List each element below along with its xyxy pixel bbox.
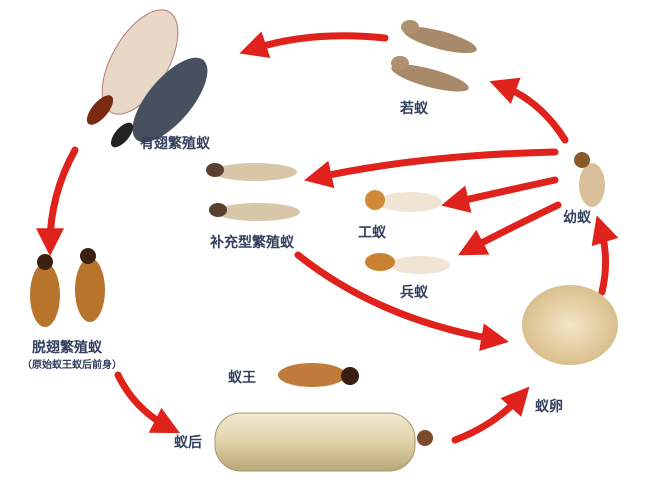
arrow-queen-to-eggs — [451, 386, 530, 444]
winged-reproductive-illustration — [86, 9, 208, 148]
arrow-eggs-to-larva — [591, 215, 619, 296]
label-nymph: 若蚁 — [399, 100, 429, 117]
worker-illustration — [365, 190, 442, 212]
label-supplementary-reproductive: 补充型繁殖蚁 — [209, 234, 295, 251]
label-dealate-note: （原始蚁王蚁后前身） — [22, 358, 122, 371]
label-winged-reproductive: 有翅繁殖蚁 — [140, 135, 211, 152]
arrow-nymph-to-winged — [239, 31, 389, 58]
arrow-larva-to-supplementary — [304, 148, 559, 189]
arrow-winged-to-dealate — [36, 146, 79, 257]
larva-illustration — [574, 152, 605, 207]
cycle-arrows — [36, 31, 619, 444]
label-eggs: 蚁卵 — [535, 398, 563, 415]
king-illustration — [278, 363, 359, 387]
arrow-larva-to-nymph — [489, 77, 569, 144]
arrow-larva-to-worker — [441, 176, 559, 213]
arrow-dealate-to-queen — [114, 371, 180, 434]
supplementary-reproductive-illustration — [206, 163, 300, 221]
soldier-illustration — [365, 253, 450, 274]
eggs-illustration — [522, 285, 618, 365]
arrow-larva-to-soldier — [458, 201, 562, 256]
nymph-illustration — [391, 20, 477, 92]
label-king: 蚁王 — [228, 369, 256, 386]
label-dealate-reproductive: 脱翅繁殖蚁 — [32, 339, 103, 356]
label-queen: 蚁后 — [174, 434, 202, 451]
label-larva: 幼蚁 — [563, 209, 592, 226]
label-worker: 工蚁 — [358, 224, 387, 241]
queen-illustration — [214, 412, 433, 472]
dealate-reproductive-illustration — [30, 248, 105, 327]
arrow-supplementary-to-eggs — [294, 251, 510, 351]
label-soldier: 兵蚁 — [400, 284, 429, 301]
